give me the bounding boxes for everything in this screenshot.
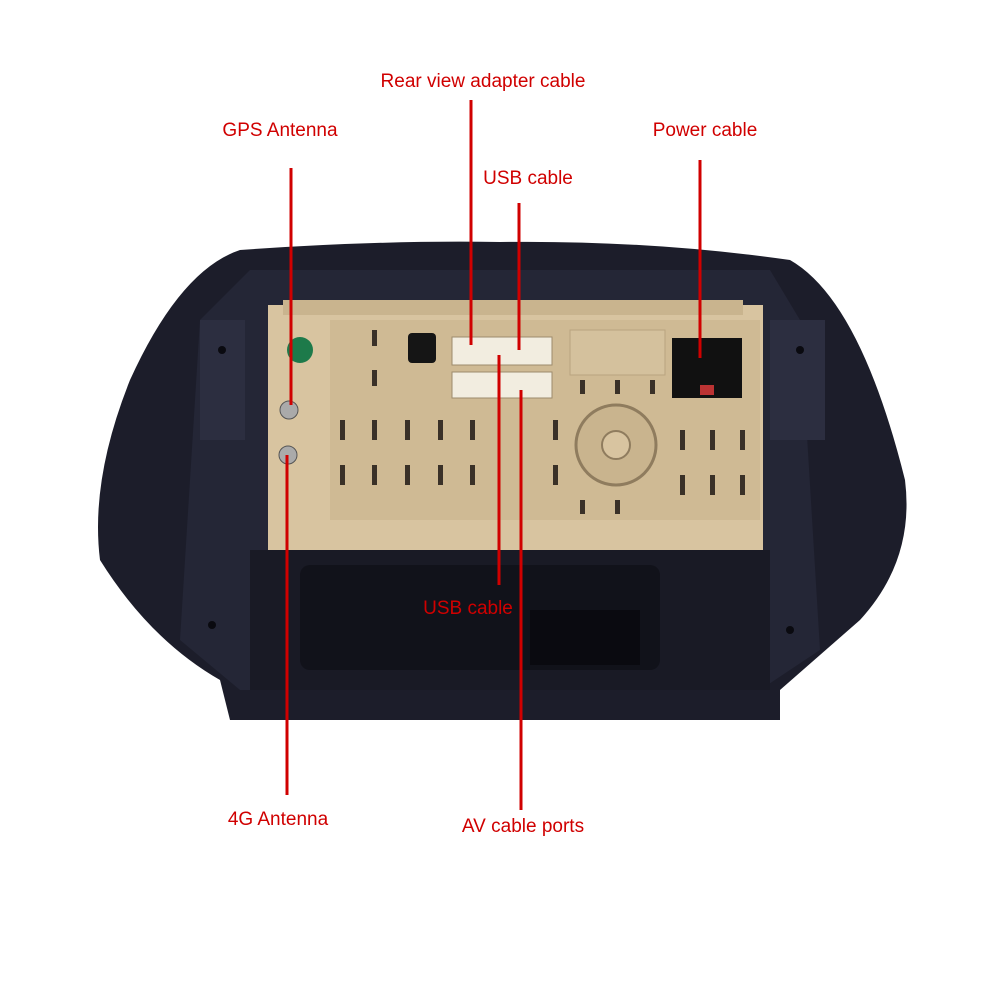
label-4g-antenna: 4G Antenna: [227, 809, 329, 830]
label-power-cable: Power cable: [652, 120, 758, 141]
connector-rear-usb: [451, 336, 553, 366]
leader-lines: [285, 100, 702, 810]
label-usb-cable-top: USB cable: [483, 168, 573, 189]
label-gps-antenna: GPS Antenna: [222, 120, 338, 141]
label-usb-cable-bottom: USB cable: [423, 598, 513, 619]
connector-av: [451, 371, 553, 399]
label-rear-view-adapter-cable: Rear view adapter cable: [380, 71, 586, 92]
label-av-cable-ports: AV cable ports: [461, 816, 585, 837]
gps-antenna-port: [279, 400, 299, 420]
usb-port: [408, 333, 436, 363]
gps-connector: [287, 337, 313, 363]
